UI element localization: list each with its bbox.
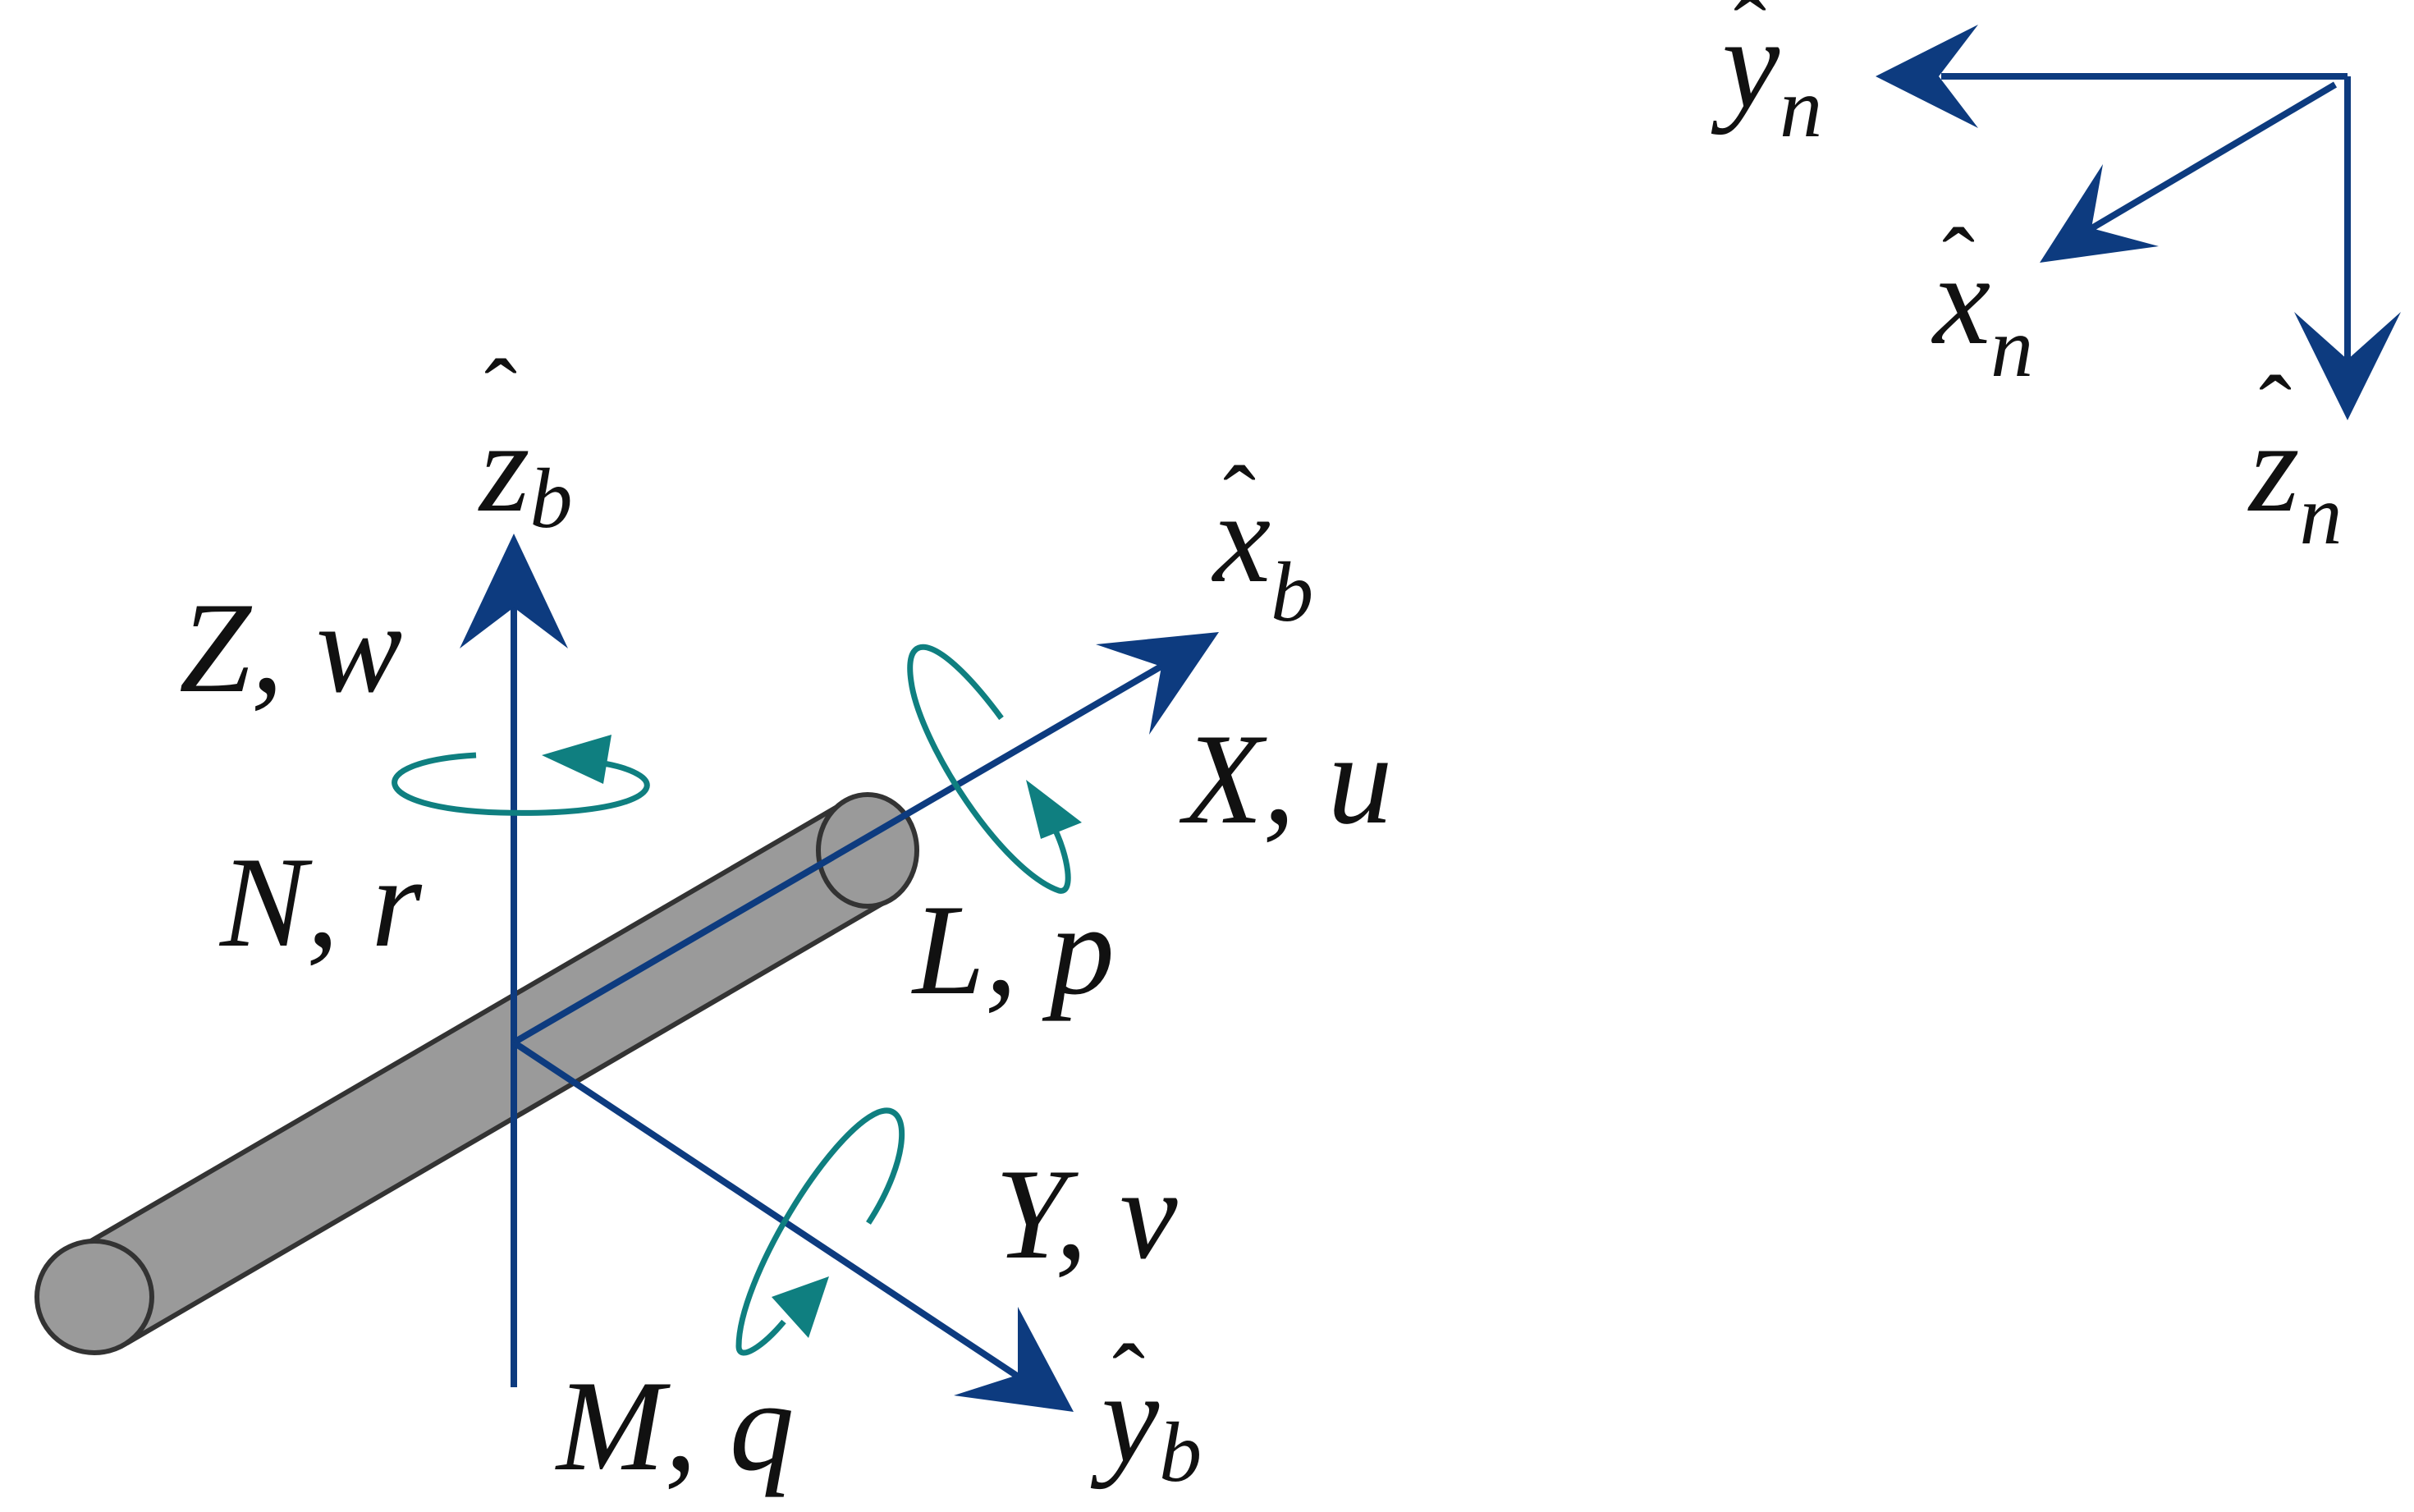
nav-x-arrowhead — [2040, 164, 2159, 263]
cylinder-body — [34, 792, 919, 1355]
rotation-arrow-z — [392, 735, 650, 816]
hat-body-x: ˆ — [1223, 446, 1256, 555]
label-nav-z: zn — [2247, 396, 2343, 562]
label-x-moment-rate: L, p — [911, 878, 1115, 1022]
cylinder-end-cap-right — [816, 792, 919, 909]
nav-y-arrowhead — [1876, 25, 1978, 128]
label-nav-x: xn — [1931, 228, 2033, 395]
rotation-arrow-y — [735, 1107, 905, 1356]
hat-nav-z: ˆ — [2259, 355, 2292, 465]
hat-body-z: ˆ — [484, 339, 517, 448]
body-z-axis — [460, 534, 568, 1387]
label-z-moment-rate: N, r — [218, 831, 422, 974]
nav-frame-axes — [1876, 25, 2401, 420]
label-body-z: zb — [478, 396, 573, 546]
nav-z-arrowhead — [2294, 312, 2401, 420]
hat-body-y: ˆ — [1112, 1324, 1145, 1433]
label-x-force-velocity: X, u — [1179, 708, 1393, 851]
label-body-x: xb — [1212, 466, 1313, 639]
hat-nav-x: ˆ — [1942, 208, 1975, 317]
label-body-y: yb — [1090, 1346, 1202, 1500]
cylinder-end-cap-left — [34, 1239, 154, 1355]
label-y-moment-rate: M, q — [555, 1354, 795, 1498]
hat-nav-y: ˆ — [1734, 0, 1766, 85]
label-nav-y: yn — [1711, 0, 1822, 155]
body-y-axis — [511, 1039, 1074, 1412]
label-z-force-velocity: Z, w — [179, 576, 402, 720]
label-y-force-velocity: Y, v — [995, 1143, 1178, 1286]
rotation-arrow-x — [907, 644, 1082, 894]
body-x-axis — [511, 632, 1219, 1046]
